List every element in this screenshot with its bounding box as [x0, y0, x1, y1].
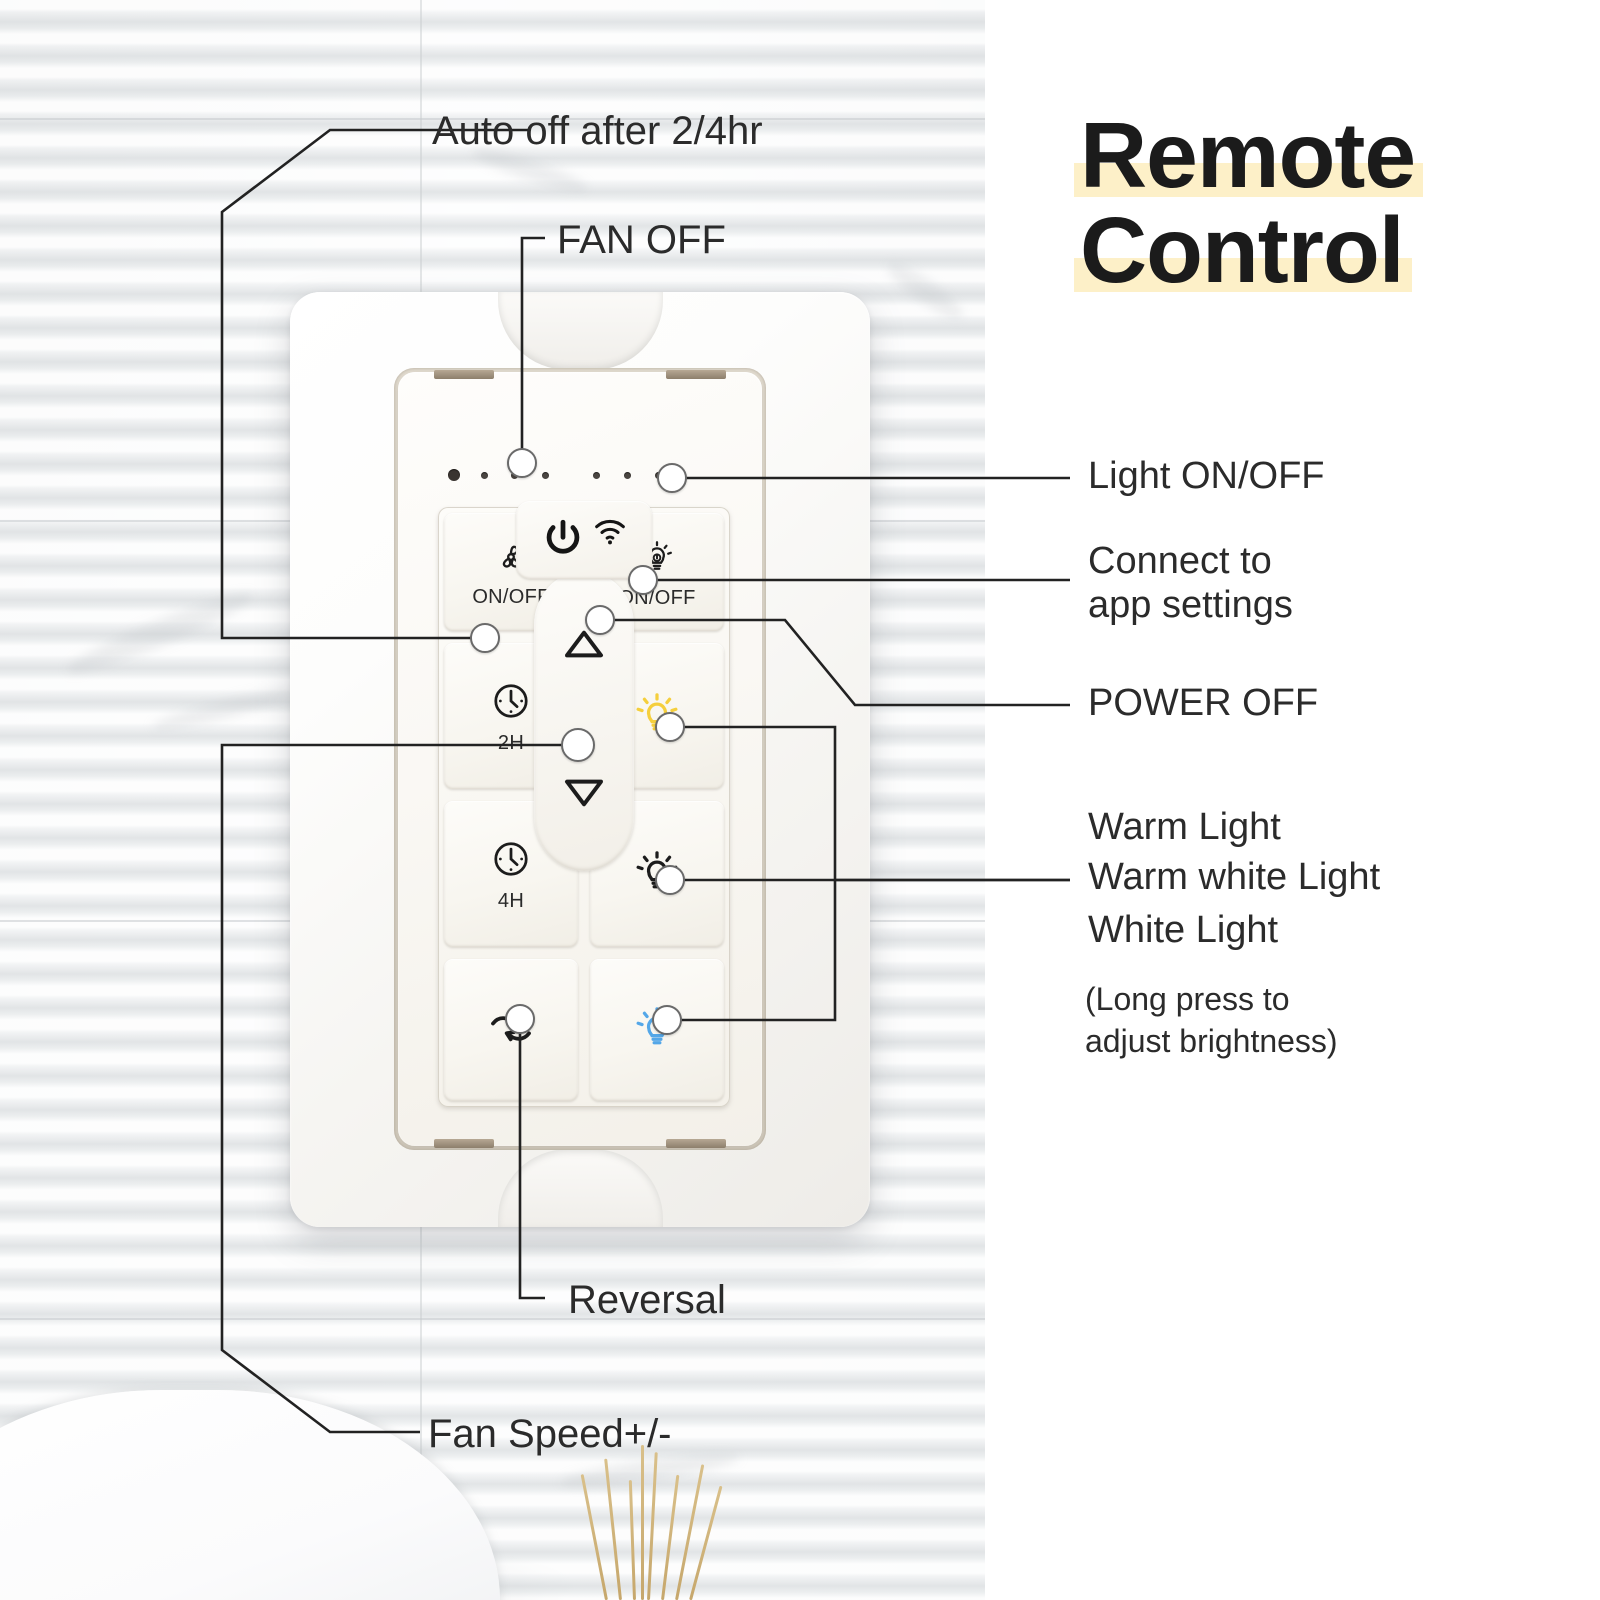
power-button[interactable]	[516, 501, 652, 579]
triangle-up-icon	[561, 627, 607, 666]
tile-grout-line	[0, 1318, 985, 1320]
callout-label-fan-off: FAN OFF	[557, 218, 726, 262]
callout-label-connect-app-1: Connect to	[1088, 540, 1272, 582]
callout-label-reversal: Reversal	[568, 1278, 726, 1322]
callout-dot-power-off[interactable]	[585, 605, 615, 635]
timer-4h-label: 4H	[497, 890, 525, 912]
page-title: Remote Control	[1074, 108, 1580, 298]
fan-speed-rocker[interactable]	[534, 571, 634, 871]
triangle-down-icon	[561, 776, 607, 815]
timer-2h-label: 2H	[497, 732, 525, 754]
power-icon	[541, 516, 585, 565]
bathroom-photo-background: ON/OFF	[0, 0, 985, 1600]
callout-label-power-off: POWER OFF	[1088, 682, 1319, 724]
keypad: ON/OFF	[438, 501, 730, 1107]
callout-label-warm-white-light: Warm white Light	[1088, 856, 1381, 898]
title-highlight	[1074, 257, 1412, 292]
title-highlight	[1074, 162, 1424, 197]
title-line-2: Control	[1074, 202, 1412, 298]
callout-label-auto-off: Auto off after 2/4hr	[432, 109, 763, 153]
title-line-1: Remote	[1074, 108, 1424, 203]
callout-note-line-2: adjust brightness)	[1085, 1023, 1338, 1059]
clock-icon	[489, 679, 533, 728]
right-panel: Remote Control	[985, 0, 1600, 1600]
callout-dot-warm-light[interactable]	[655, 712, 685, 742]
callout-label-warm-light: Warm Light	[1088, 806, 1281, 848]
callout-dot-light-onoff[interactable]	[657, 463, 687, 493]
callout-label-light-onoff: Light ON/OFF	[1088, 455, 1325, 497]
callout-dot-reversal[interactable]	[505, 1004, 535, 1034]
clock-icon	[489, 837, 533, 886]
reed-diffuser	[580, 1445, 725, 1600]
callout-dot-warm-white-light[interactable]	[655, 865, 685, 895]
callout-label-connect-app-2: app settings	[1088, 584, 1293, 626]
callout-dot-white-light[interactable]	[652, 1005, 682, 1035]
callout-label-fan-speed: Fan Speed+/-	[428, 1412, 672, 1456]
callout-dot-connect-app[interactable]	[628, 565, 658, 595]
callout-dot-fan-speed[interactable]	[561, 728, 595, 762]
callout-label-white-light: White Light	[1088, 909, 1279, 951]
wifi-icon	[593, 518, 627, 551]
tile-grout-line	[0, 118, 985, 120]
wall-plate-bottom-notch	[498, 1149, 663, 1227]
callout-note-line-1: (Long press to	[1085, 981, 1290, 1017]
callout-dot-fan-off[interactable]	[507, 448, 537, 478]
wall-plate-top-notch	[498, 292, 663, 370]
callout-dot-auto-off[interactable]	[470, 623, 500, 653]
